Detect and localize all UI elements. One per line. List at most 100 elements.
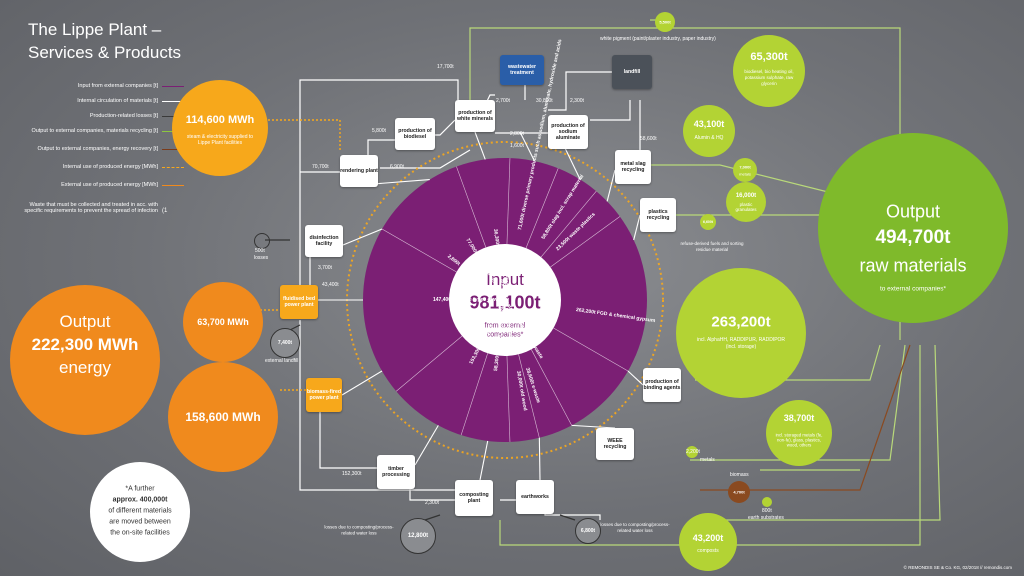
output-metals-circle xyxy=(733,158,757,182)
sector-divider xyxy=(460,353,488,436)
legend-item: Waste that must be collected and treated… xyxy=(14,194,184,222)
energy-158600-circle xyxy=(168,362,278,472)
output-earth-value: 800t xyxy=(762,508,772,514)
footer-copyright: © REMONDIS SE & Co. KG, 02/2018 // remon… xyxy=(903,565,1012,570)
input-label: Input xyxy=(486,270,524,289)
note-line-4: are moved between xyxy=(109,518,171,526)
note-line-5: the on-site facilities xyxy=(110,529,170,537)
output-white-pigment-text: white pigment (paint/plaster industry, p… xyxy=(600,36,716,42)
input-sub-2: companies* xyxy=(486,331,524,339)
flow-line xyxy=(319,410,380,469)
input-spoke xyxy=(571,424,616,429)
output-rdf-value: 6,600t xyxy=(703,220,713,224)
flow-label: 5,800t xyxy=(372,128,386,134)
legend-item-label: Waste that must be collected and treated… xyxy=(24,202,158,214)
input-spoke xyxy=(474,131,486,160)
legend-item: External use of produced energy [MWh] xyxy=(14,176,184,194)
flow-label: 6,900t xyxy=(390,164,404,170)
loss-500-text: losses xyxy=(254,255,269,261)
legend-item: Internal circulation of materials [t] xyxy=(14,92,184,110)
legend-swatch xyxy=(162,100,184,102)
loss-6800-text: losses due to composting/process-related… xyxy=(600,522,670,533)
facility-timber: timber processing xyxy=(377,455,415,489)
input-spoke xyxy=(341,370,383,396)
output-biodiesel-circle xyxy=(733,35,805,107)
loss-12800-circle xyxy=(400,518,436,554)
input-center xyxy=(449,244,561,356)
output-raw-materials-circle xyxy=(818,133,1008,323)
input-spoke xyxy=(414,425,439,466)
flow-line xyxy=(469,27,550,100)
flow-label: 30,800t xyxy=(536,98,553,104)
flow-label: 2,700t xyxy=(496,98,510,104)
output-plastic-text: plastic granulates xyxy=(735,202,757,212)
output-compost-value: 43,200t xyxy=(692,533,724,543)
facility-biodiesel: production of biodiesel xyxy=(395,118,435,150)
legend-item-label: Internal use of produced energy [MWh] xyxy=(62,164,158,170)
output-white-pigment-circle xyxy=(655,12,675,32)
facility-landfill: landfill xyxy=(612,55,652,89)
facility-earthworks: earthworks xyxy=(516,480,554,514)
facility-binding-agents: production of binding agents xyxy=(643,368,681,402)
legend-swatch xyxy=(162,85,184,87)
energy-63700-value: 63,700 MWh xyxy=(197,317,249,327)
flow-label: 2,800t xyxy=(510,131,524,137)
facility-sodium-aluminate: production of sodium aluminate xyxy=(548,115,588,149)
facility-white-minerals: production of white minerals xyxy=(455,100,495,132)
output-storage-circle xyxy=(766,400,832,466)
input-spoke xyxy=(519,131,536,162)
output-raw-label-2: raw materials xyxy=(859,255,967,276)
loss-7400-text: external landfill xyxy=(265,358,299,364)
output-alumin-text: Alumin & HQ xyxy=(694,135,724,141)
output-storage-value: 38,700t xyxy=(783,413,815,423)
flow-line xyxy=(690,344,941,521)
legend-item-label: Production-related losses [t] xyxy=(89,113,158,119)
input-spoke xyxy=(538,437,541,481)
flow-label: 3,700t xyxy=(318,265,332,271)
note-circle xyxy=(90,462,190,562)
legend-item-label: Output to external companies, materials … xyxy=(31,128,158,134)
legend-item: Output to external companies, energy rec… xyxy=(14,140,184,158)
flow-label: 17,700t xyxy=(437,64,454,70)
output-storage-text: incl. storaged metals (fe, non-fe), glas… xyxy=(775,432,823,448)
output-weee-metals-circle xyxy=(686,446,698,458)
input-spoke xyxy=(479,440,489,481)
flow-label: 1,600t xyxy=(510,143,524,149)
output-alpha-value: 263,200t xyxy=(711,313,771,331)
sector-label: 147,400t diverse types of waste xyxy=(433,297,508,303)
output-alumin-value: 43,100t xyxy=(693,119,725,129)
output-biodiesel-text: biodiesel, bio heating oil, potassium su… xyxy=(744,69,794,86)
output-compost-circle xyxy=(679,513,737,571)
output-alpha-text: incl. AlphaHH, RADDIPUR, RADDIPOR (incl.… xyxy=(696,337,786,350)
title-line-2: Services & Products xyxy=(28,43,182,62)
flow-line xyxy=(380,149,471,169)
energy-steam-text: steam & electricity supplied to Lippe Pl… xyxy=(186,134,254,146)
output-energy-circle xyxy=(10,285,160,435)
facility-weee: WEEE recycling xyxy=(596,428,634,460)
legend-item: Input from external companies [t] xyxy=(14,80,184,92)
output-biomass-circle xyxy=(728,481,750,503)
input-spoke xyxy=(564,147,581,180)
sector-divider xyxy=(381,228,457,273)
output-metals-value: 7,000t xyxy=(739,164,751,170)
facility-metal-slag: metal slag recycling xyxy=(615,150,651,184)
page-title: The Lippe Plant – Services & Products xyxy=(28,18,181,64)
sector-divider xyxy=(550,216,621,268)
facility-composting: composting plant xyxy=(455,480,493,516)
flow-line xyxy=(424,514,441,521)
flow-line xyxy=(640,164,861,201)
output-raw-label: Output xyxy=(885,201,941,222)
legend-item-label: Input from external companies [t] xyxy=(77,83,158,89)
energy-steam-circle xyxy=(172,80,268,176)
legend: Input from external companies [t] Interna… xyxy=(14,80,184,222)
output-alpha-circle xyxy=(676,268,806,398)
energy-line xyxy=(240,119,341,150)
note-line-2: approx. 400,000t xyxy=(112,496,168,504)
loss-500-value: 500t xyxy=(255,248,265,254)
loss-12800-text: losses due to composting/process-related… xyxy=(324,524,394,536)
flow-line xyxy=(559,514,576,521)
flow-line xyxy=(367,139,395,155)
legend-item-label: Internal circulation of materials [t] xyxy=(77,98,158,104)
legend-swatch xyxy=(162,148,184,150)
flow-label: 70,700t xyxy=(312,164,329,170)
